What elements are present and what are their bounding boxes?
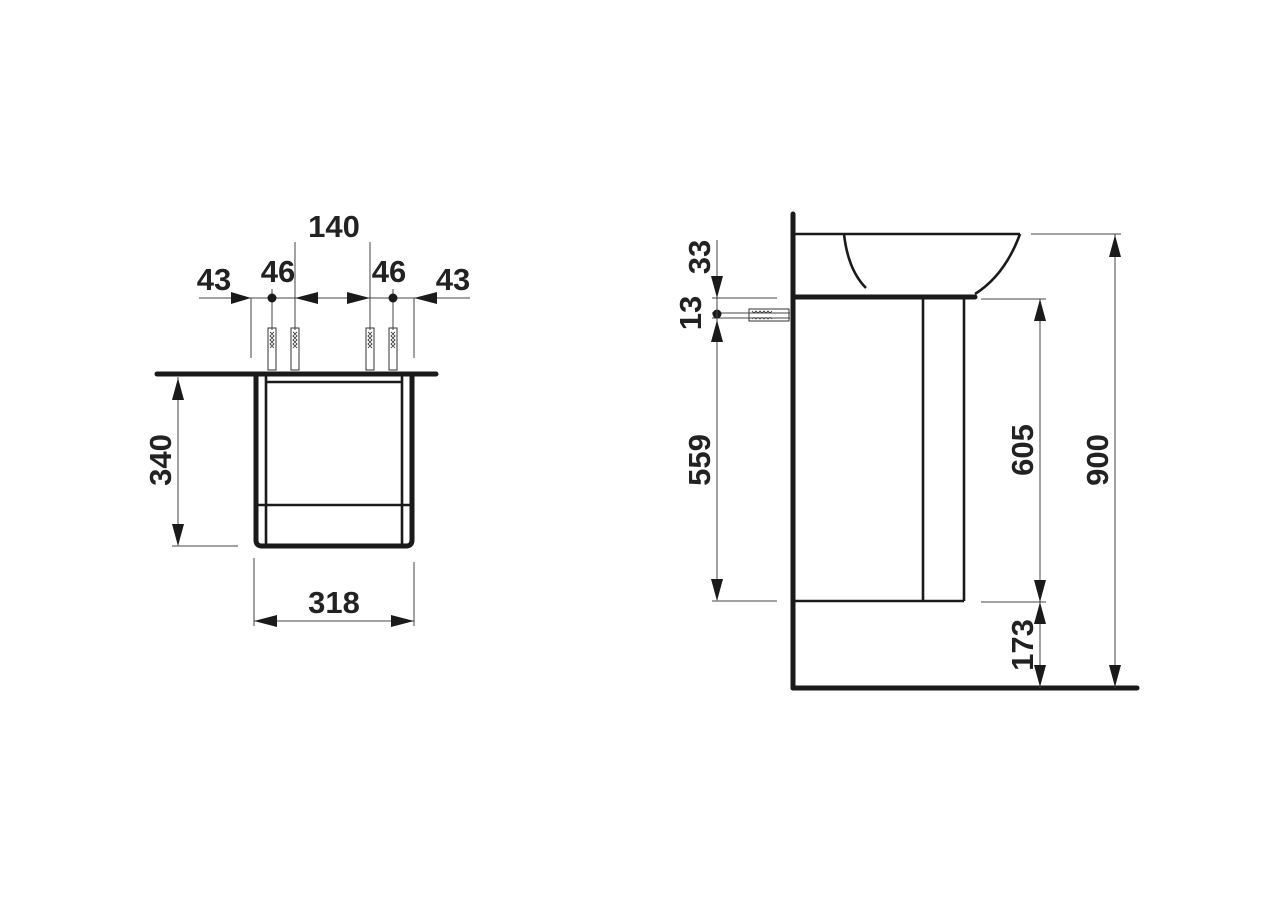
arrow-icon <box>231 292 251 304</box>
arrow-icon <box>1034 602 1046 624</box>
dim-13: 13 <box>673 296 708 330</box>
dowel-icon <box>388 327 398 371</box>
arrow-icon <box>1034 665 1046 687</box>
dim-43-left: 43 <box>197 262 231 297</box>
side-view: 33 13 559 605 173 900 <box>673 211 1140 691</box>
arrow-icon <box>1034 299 1046 321</box>
dim-340: 340 <box>143 434 178 486</box>
arrow-icon <box>254 615 277 627</box>
hole-center-dot <box>267 293 277 303</box>
arrow-icon <box>295 292 318 304</box>
arrow-icon <box>1109 665 1121 687</box>
arrow-icon <box>391 615 414 627</box>
hole-center-dot <box>388 293 398 303</box>
dim-900: 900 <box>1080 434 1115 486</box>
front-view: 140 43 46 46 43 340 318 <box>143 209 470 627</box>
dowel-icon <box>748 308 790 322</box>
dim-173: 173 <box>1005 619 1040 671</box>
arrow-icon <box>711 579 723 601</box>
dim-43-right: 43 <box>436 262 470 297</box>
dim-46-right: 46 <box>372 254 406 289</box>
dim-33: 33 <box>682 240 717 274</box>
basin-bowl-curve <box>842 233 867 289</box>
arrow-icon <box>172 378 184 400</box>
dowel-icon <box>290 327 300 371</box>
dim-318: 318 <box>308 585 360 620</box>
dim-140: 140 <box>308 209 360 244</box>
arrow-icon <box>172 524 184 546</box>
arrow-icon <box>414 292 437 304</box>
cabinet-outline <box>253 373 415 549</box>
wall-dowels <box>267 327 398 371</box>
dim-559: 559 <box>682 434 717 486</box>
arrow-icon <box>711 320 723 342</box>
dowel-icon <box>267 327 277 371</box>
arrow-icon <box>347 292 370 304</box>
dim-46-left: 46 <box>261 254 295 289</box>
dowel-icon <box>365 327 375 371</box>
arrow-icon <box>711 276 723 298</box>
dim-605: 605 <box>1005 424 1040 476</box>
arrow-icon <box>1034 580 1046 602</box>
basin-outer-curve <box>974 233 1022 296</box>
arrow-icon <box>1109 235 1121 257</box>
